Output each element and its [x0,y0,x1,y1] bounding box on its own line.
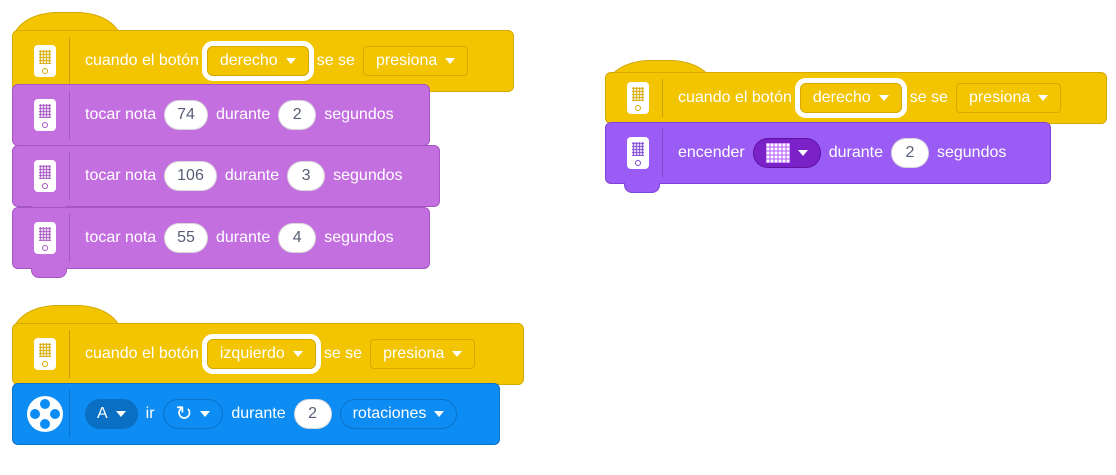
hat-block-button-pressed[interactable]: cuando el botón derecho se se presiona [605,72,1107,124]
note-input[interactable]: 74 [164,100,208,130]
hub-icon [21,152,70,200]
hat-label: cuando el botón [85,345,199,362]
block-label: durante [215,106,271,123]
play-note-block[interactable]: tocar nota 55 durante 4 segundos [12,207,430,278]
block-label: segundos [333,167,403,184]
seconds-input[interactable]: 3 [287,161,326,191]
block-label: ir [145,405,155,422]
chevron-down-icon [292,351,303,357]
chevron-down-icon [115,411,126,417]
hub-icon [614,129,663,177]
block-label: segundos [324,229,394,246]
hat-label-2: se se [323,345,363,362]
action-dropdown[interactable]: presiona [955,83,1062,113]
block-label: segundos [324,106,394,123]
light-matrix-icon [765,143,790,163]
hat-block-button-pressed[interactable]: cuando el botón derecho se se presiona [12,30,514,92]
note-input[interactable]: 106 [164,161,217,191]
block-label: tocar nota [85,167,157,184]
seconds-input[interactable]: 2 [278,100,317,130]
block-label: encender [678,144,745,161]
amount-input[interactable]: 2 [293,399,332,429]
note-input[interactable]: 55 [164,223,208,253]
button-dropdown[interactable]: derecho [794,78,907,118]
chevron-down-icon [445,58,456,64]
seconds-input[interactable]: 2 [890,138,929,168]
port-dropdown[interactable]: A [85,399,138,429]
seconds-input[interactable]: 4 [278,223,317,253]
direction-dropdown[interactable]: ↻ [162,399,224,429]
chevron-down-icon [797,150,808,156]
chevron-down-icon [434,411,445,417]
block-label: durante [215,229,271,246]
block-label: tocar nota [85,106,157,123]
button-dropdown[interactable]: derecho [201,41,314,81]
unit-dropdown[interactable]: rotaciones [339,399,458,429]
button-dropdown[interactable]: izquierdo [201,334,321,374]
light-matrix-block[interactable]: encender durante 2 segundos [605,122,1051,193]
hat-label: cuando el botón [678,89,792,106]
action-dropdown[interactable]: presiona [370,339,476,369]
chevron-down-icon [200,411,211,417]
hub-icon [21,91,70,139]
block-label: tocar nota [85,229,157,246]
hub-icon [614,79,663,117]
chevron-down-icon [452,351,463,357]
block-label: segundos [936,144,1007,161]
chevron-down-icon [878,95,889,101]
play-note-block[interactable]: tocar nota 74 durante 2 segundos [12,84,430,155]
clockwise-arrow-icon: ↻ [175,403,193,425]
motor-run-block[interactable]: A ir ↻ durante 2 rotaciones [12,383,500,445]
block-label: durante [231,405,286,422]
hat-label-2: se se [316,52,355,69]
hat-block-button-pressed[interactable]: cuando el botón izquierdo se se presiona [12,323,524,385]
block-label: durante [828,144,883,161]
block-label: durante [224,167,280,184]
hub-icon [21,330,70,378]
motor-icon [21,390,70,438]
action-dropdown[interactable]: presiona [362,46,469,76]
hub-icon [21,37,70,85]
play-note-block[interactable]: tocar nota 106 durante 3 segundos [12,145,440,216]
hat-label: cuando el botón [85,52,199,69]
hat-label-2: se se [909,89,948,106]
hub-icon [21,214,70,262]
chevron-down-icon [1038,95,1049,101]
chevron-down-icon [285,58,296,64]
light-matrix-dropdown[interactable] [752,138,821,168]
